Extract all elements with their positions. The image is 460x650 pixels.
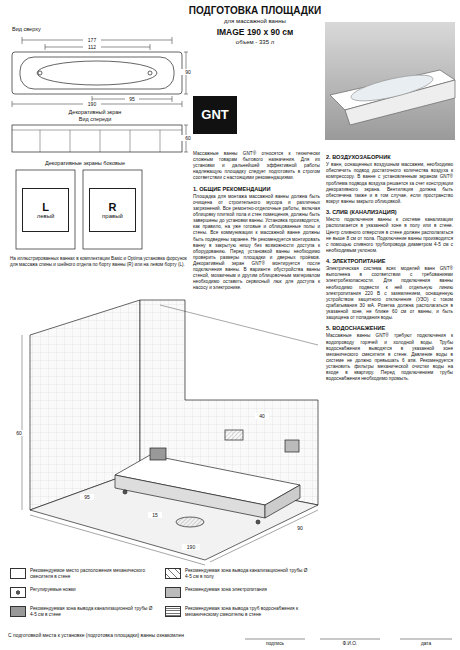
legend-item: Рекомендуемая зона вывода труб водоснабж… [165, 606, 310, 618]
legend-swatch [165, 568, 181, 579]
dimension: 95 [80, 494, 94, 500]
dimension: 40 [255, 413, 269, 419]
legend-text: Рекомендуемая зона вывода канализационно… [30, 606, 155, 618]
caption: Декоративные экраны боковые [10, 160, 160, 167]
legend-swatch [165, 587, 181, 598]
caption: IMAGE 190 х 90 см [180, 27, 330, 37]
body-text: Массажные ванны GNT® требуют подключения… [326, 333, 453, 382]
dimension: 60 [181, 135, 195, 141]
caption: для массажной ванны [180, 18, 330, 25]
panel-box: Lлевый [22, 188, 69, 232]
legend-item: Рекомендуемая зона электропитания [165, 587, 310, 598]
body-text: У ванн, оснащенных воздушным массажем, н… [326, 162, 453, 205]
dimension: 190 [182, 544, 200, 550]
node-text: R [109, 201, 117, 213]
panel-box: Rправый [89, 188, 136, 232]
legend-text: Регулируемые ножки [30, 587, 155, 593]
legend-text: Рекомендуемое место расположения механич… [30, 568, 155, 580]
node-text: L [42, 201, 49, 213]
caption: Ф.И.О. [320, 641, 380, 647]
legend-text: Рекомендуемая зона вывода канализационно… [185, 568, 310, 580]
legend-swatch [10, 587, 26, 598]
section-heading: 3. СЛИВ (КАНАЛИЗАЦИЯ) [326, 209, 453, 216]
section-heading: 1. ОБЩИЕ РЕКОМЕНДАЦИИ [193, 186, 320, 193]
node-text: GNT [201, 108, 228, 122]
dimension: 190 [83, 101, 101, 107]
caption: Вид спереди [40, 116, 150, 123]
legend-item: Рекомендуемая зона вывода канализационно… [10, 606, 155, 618]
dimension: 60 [12, 430, 26, 436]
section-heading: 2. ВОЗДУХОЗАБОРНИК [326, 154, 453, 161]
caption: С подготовкой места к установке (подгото… [8, 632, 238, 638]
legend-swatch [10, 568, 26, 579]
section-heading: 5. ВОДОСНАБЖЕНИЕ [326, 325, 453, 332]
body-text: Место подключения ванны к системе канали… [326, 217, 453, 254]
text-column: 2. ВОЗДУХОЗАБОРНИКУ ванн, оснащенных воз… [326, 150, 453, 382]
logo-box: GNT [193, 96, 237, 134]
legend-text: Рекомендуемая зона вывода труб водоснабж… [185, 606, 310, 618]
legend-item: Рекомендуемая зона вывода канализационно… [165, 568, 310, 580]
caption: На иллюстрированных ваннах в комплектаци… [10, 256, 188, 267]
dimension: 177 [83, 37, 101, 43]
dimension: 90 [181, 69, 195, 75]
caption: подпись [245, 641, 305, 647]
legend-item: Регулируемые ножки [10, 587, 155, 598]
body-text: Электрическая система всех моделей ванн … [326, 266, 453, 321]
dimension: 15 [148, 512, 162, 518]
section-heading: 4. ЭЛЕКТРОПИТАНИЕ [326, 258, 453, 265]
text-column: Массажные ванны GNT® относятся к техниче… [193, 150, 320, 292]
caption: Вид сверху [12, 26, 72, 33]
caption: дата [400, 641, 452, 647]
body-text: Массажные ванны GNT® относятся к техниче… [193, 151, 320, 182]
legend-text: Рекомендуемая зона электропитания [185, 587, 310, 593]
dimension: 95 [125, 96, 139, 102]
title: ПОДГОТОВКА ПЛОЩАДКИ [180, 5, 330, 17]
caption: объем - 335 л [180, 39, 330, 46]
legend-swatch [10, 606, 26, 617]
legend-swatch [165, 606, 181, 617]
node-text: левый [37, 213, 55, 220]
dimension: 112 [83, 44, 101, 50]
dimension: 90 [293, 525, 307, 531]
legend-item: Рекомендуемое место расположения механич… [10, 568, 155, 580]
node-text: правый [102, 213, 123, 220]
caption: Декоративный экран [40, 109, 150, 116]
body-text: Площадка для монтажа массажной ванны дол… [193, 194, 320, 292]
